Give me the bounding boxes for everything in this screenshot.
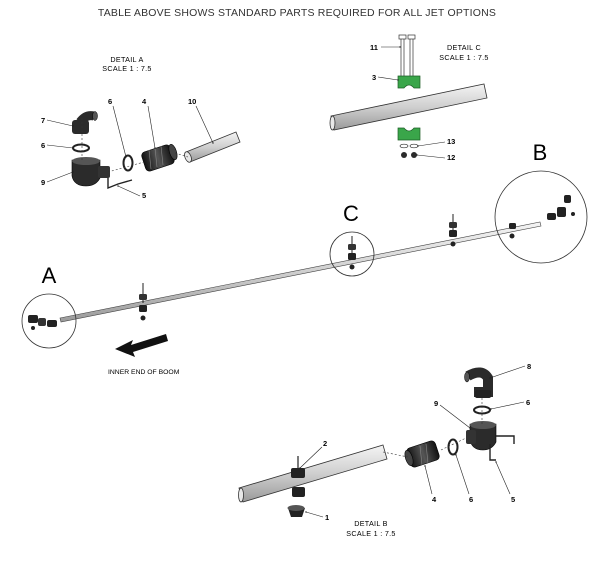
- callout-b-2: 2: [323, 439, 327, 448]
- main-boom: A C B INNER END OF BOOM: [21, 140, 588, 376]
- callout-a-5: 5: [142, 191, 146, 200]
- callout-a-9: 9: [41, 178, 45, 187]
- boom-clamp-center: [348, 236, 356, 270]
- callout-c-12: 12: [447, 153, 455, 162]
- callout-b-8: 8: [527, 362, 531, 371]
- header-title: TABLE ABOVE SHOWS STANDARD PARTS REQUIRE…: [98, 7, 496, 19]
- pipe-detail-b: [238, 444, 388, 503]
- body-part-9-b: [466, 421, 497, 451]
- elbow-part-8: [464, 367, 493, 398]
- boom-end-left-jet: [28, 315, 57, 330]
- body-part-9: [71, 157, 110, 187]
- elbow-part-7: [72, 111, 98, 134]
- detail-circle-b: [494, 170, 588, 264]
- detail-c: DETAIL C SCALE 1 : 7.5 11 3 13: [329, 34, 488, 162]
- pipe-part-10: [184, 131, 241, 163]
- jet-part-1: [287, 505, 305, 517]
- detail-circle-c: [329, 231, 375, 277]
- nut-part-4-b: [404, 440, 440, 468]
- callout-b-4: 4: [432, 495, 437, 504]
- washer-part-6b: [72, 143, 90, 153]
- detail-a-title: DETAIL A: [110, 55, 143, 64]
- detail-a: DETAIL A SCALE 1 : 7.5: [41, 55, 241, 200]
- callout-a-6: 6: [41, 141, 45, 150]
- circle-label-a: A: [42, 263, 57, 288]
- callout-c-13: 13: [447, 137, 455, 146]
- nut-part-12b: [411, 152, 417, 158]
- bolt-part-11: [398, 34, 416, 81]
- boom-clamp-left: [139, 283, 147, 321]
- circle-label-c: C: [343, 201, 359, 226]
- circle-label-b: B: [533, 140, 548, 165]
- clamp-part-3-top: [397, 75, 421, 89]
- callout-c-11: 11: [370, 43, 378, 52]
- callout-c-3: 3: [372, 73, 376, 82]
- clip-part-5: [107, 178, 133, 190]
- detail-a-scale: SCALE 1 : 7.5: [102, 64, 151, 73]
- boom-clamp-right: [449, 214, 457, 247]
- callout-a-10: 10: [188, 97, 196, 106]
- detail-c-scale: SCALE 1 : 7.5: [439, 53, 488, 62]
- detail-circle-a: [21, 293, 77, 349]
- detail-b-title: DETAIL B: [354, 519, 388, 528]
- callout-b-5: 5: [511, 495, 515, 504]
- clamp-part-2: [291, 456, 305, 497]
- callout-b-6-ring: 6: [469, 495, 473, 504]
- callout-a-6-ring: 6: [108, 97, 112, 106]
- clip-part-5-b: [489, 435, 515, 461]
- boom-clamp-far-right: [509, 223, 516, 239]
- nut-part-12: [401, 152, 407, 158]
- detail-b-scale: SCALE 1 : 7.5: [346, 529, 395, 538]
- callout-a-7: 7: [41, 116, 45, 125]
- callout-a-4: 4: [142, 97, 147, 106]
- pipe-detail-c: [329, 83, 488, 131]
- detail-c-title: DETAIL C: [447, 43, 481, 52]
- detail-b: DETAIL B SCALE 1 : 7.5: [238, 362, 531, 538]
- o-ring-part-6-b: [447, 438, 459, 456]
- nut-part-4: [141, 144, 178, 172]
- callout-b-9: 9: [434, 399, 438, 408]
- o-ring-part-6a: [122, 154, 134, 172]
- direction-arrow-icon: [115, 334, 168, 357]
- callout-b-6: 6: [526, 398, 530, 407]
- callout-b-1: 1: [325, 513, 329, 522]
- washer-part-13b: [409, 143, 419, 149]
- direction-note: INNER END OF BOOM: [108, 369, 180, 376]
- boom-end-right-jet: [547, 195, 575, 220]
- clamp-part-3-bottom: [397, 127, 421, 141]
- washer-part-13: [399, 143, 409, 149]
